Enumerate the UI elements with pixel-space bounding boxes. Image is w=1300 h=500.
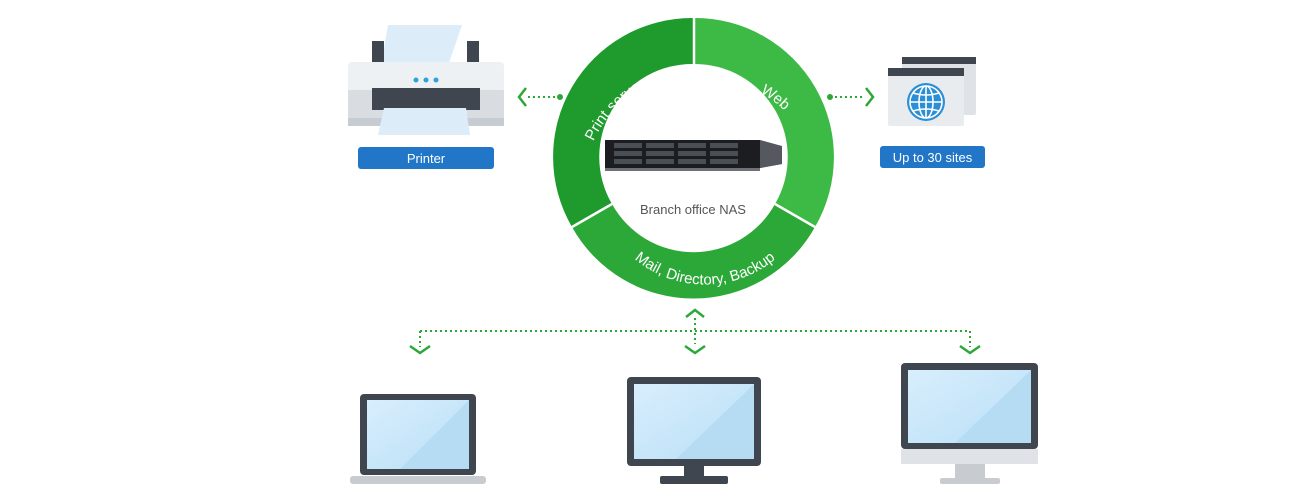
imac-icon [901,363,1038,484]
ring-segment-mail [572,204,815,299]
nas-server-icon [605,140,782,171]
ring-divider [571,202,613,229]
ring-segment-web [694,17,834,227]
printer-icon [348,25,504,135]
globe-browser-icon [888,57,976,126]
nas-label: Branch office NAS [640,202,746,217]
desktop-monitor-icon [627,377,761,484]
ring-segment-print-server [553,17,694,227]
ring-divider [774,202,816,229]
laptop-icon [350,394,486,484]
printer-badge: Printer [358,147,494,169]
services-ring: Print server Web Mail, Directory, Backup [553,17,834,299]
connector-lines [409,87,981,355]
web-sites-badge: Up to 30 sites [880,146,985,168]
